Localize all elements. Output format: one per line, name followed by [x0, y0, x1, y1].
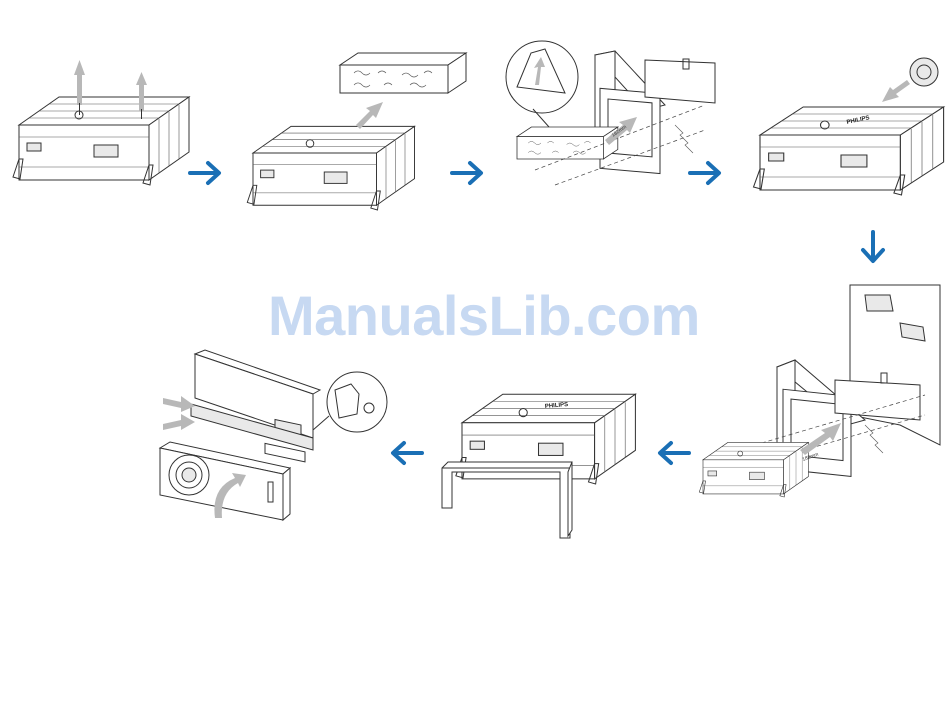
front-panel [160, 442, 290, 520]
step-5-slide-unit-in: 182mm [695, 285, 945, 530]
remove-screws-illustration [14, 55, 189, 190]
slide-out-arrow-icon [356, 102, 383, 129]
insert-arrow-icon [882, 80, 910, 102]
attach-rubber-bush-illustration: PHILIPS [752, 50, 948, 220]
flow-arrow-down-icon [860, 230, 886, 271]
press-arrow-icon [163, 396, 195, 430]
install-sleeve-in-dashboard-illustration: 182mm [505, 35, 730, 225]
flow-arrow-left-icon [655, 440, 691, 471]
zoom-detail-circle [327, 372, 387, 432]
step-2-remove-sleeve [248, 50, 473, 210]
slide-unit-into-sleeve-illustration: 182mm [695, 285, 945, 530]
flow-arrow-right-icon [688, 160, 724, 191]
remove-sleeve-illustration [248, 50, 473, 210]
step-7-attach-front-panel [155, 350, 390, 525]
step-6-attach-trim-plate: PHILIPS [440, 380, 640, 545]
watermark: ManualsLib.com [268, 283, 700, 348]
flow-arrow-left-icon [388, 440, 424, 471]
step-1-remove-screws [14, 55, 189, 190]
flow-arrow-right-icon [450, 160, 486, 191]
rubber-bush-icon [910, 58, 938, 86]
flow-arrow-right-icon [188, 160, 224, 191]
attach-trim-plate-illustration: PHILIPS [440, 380, 640, 545]
step-3-install-sleeve: 182mm [505, 35, 730, 225]
step-4-attach-rubber-bush: PHILIPS [752, 50, 948, 220]
attach-front-panel-illustration [155, 350, 390, 525]
